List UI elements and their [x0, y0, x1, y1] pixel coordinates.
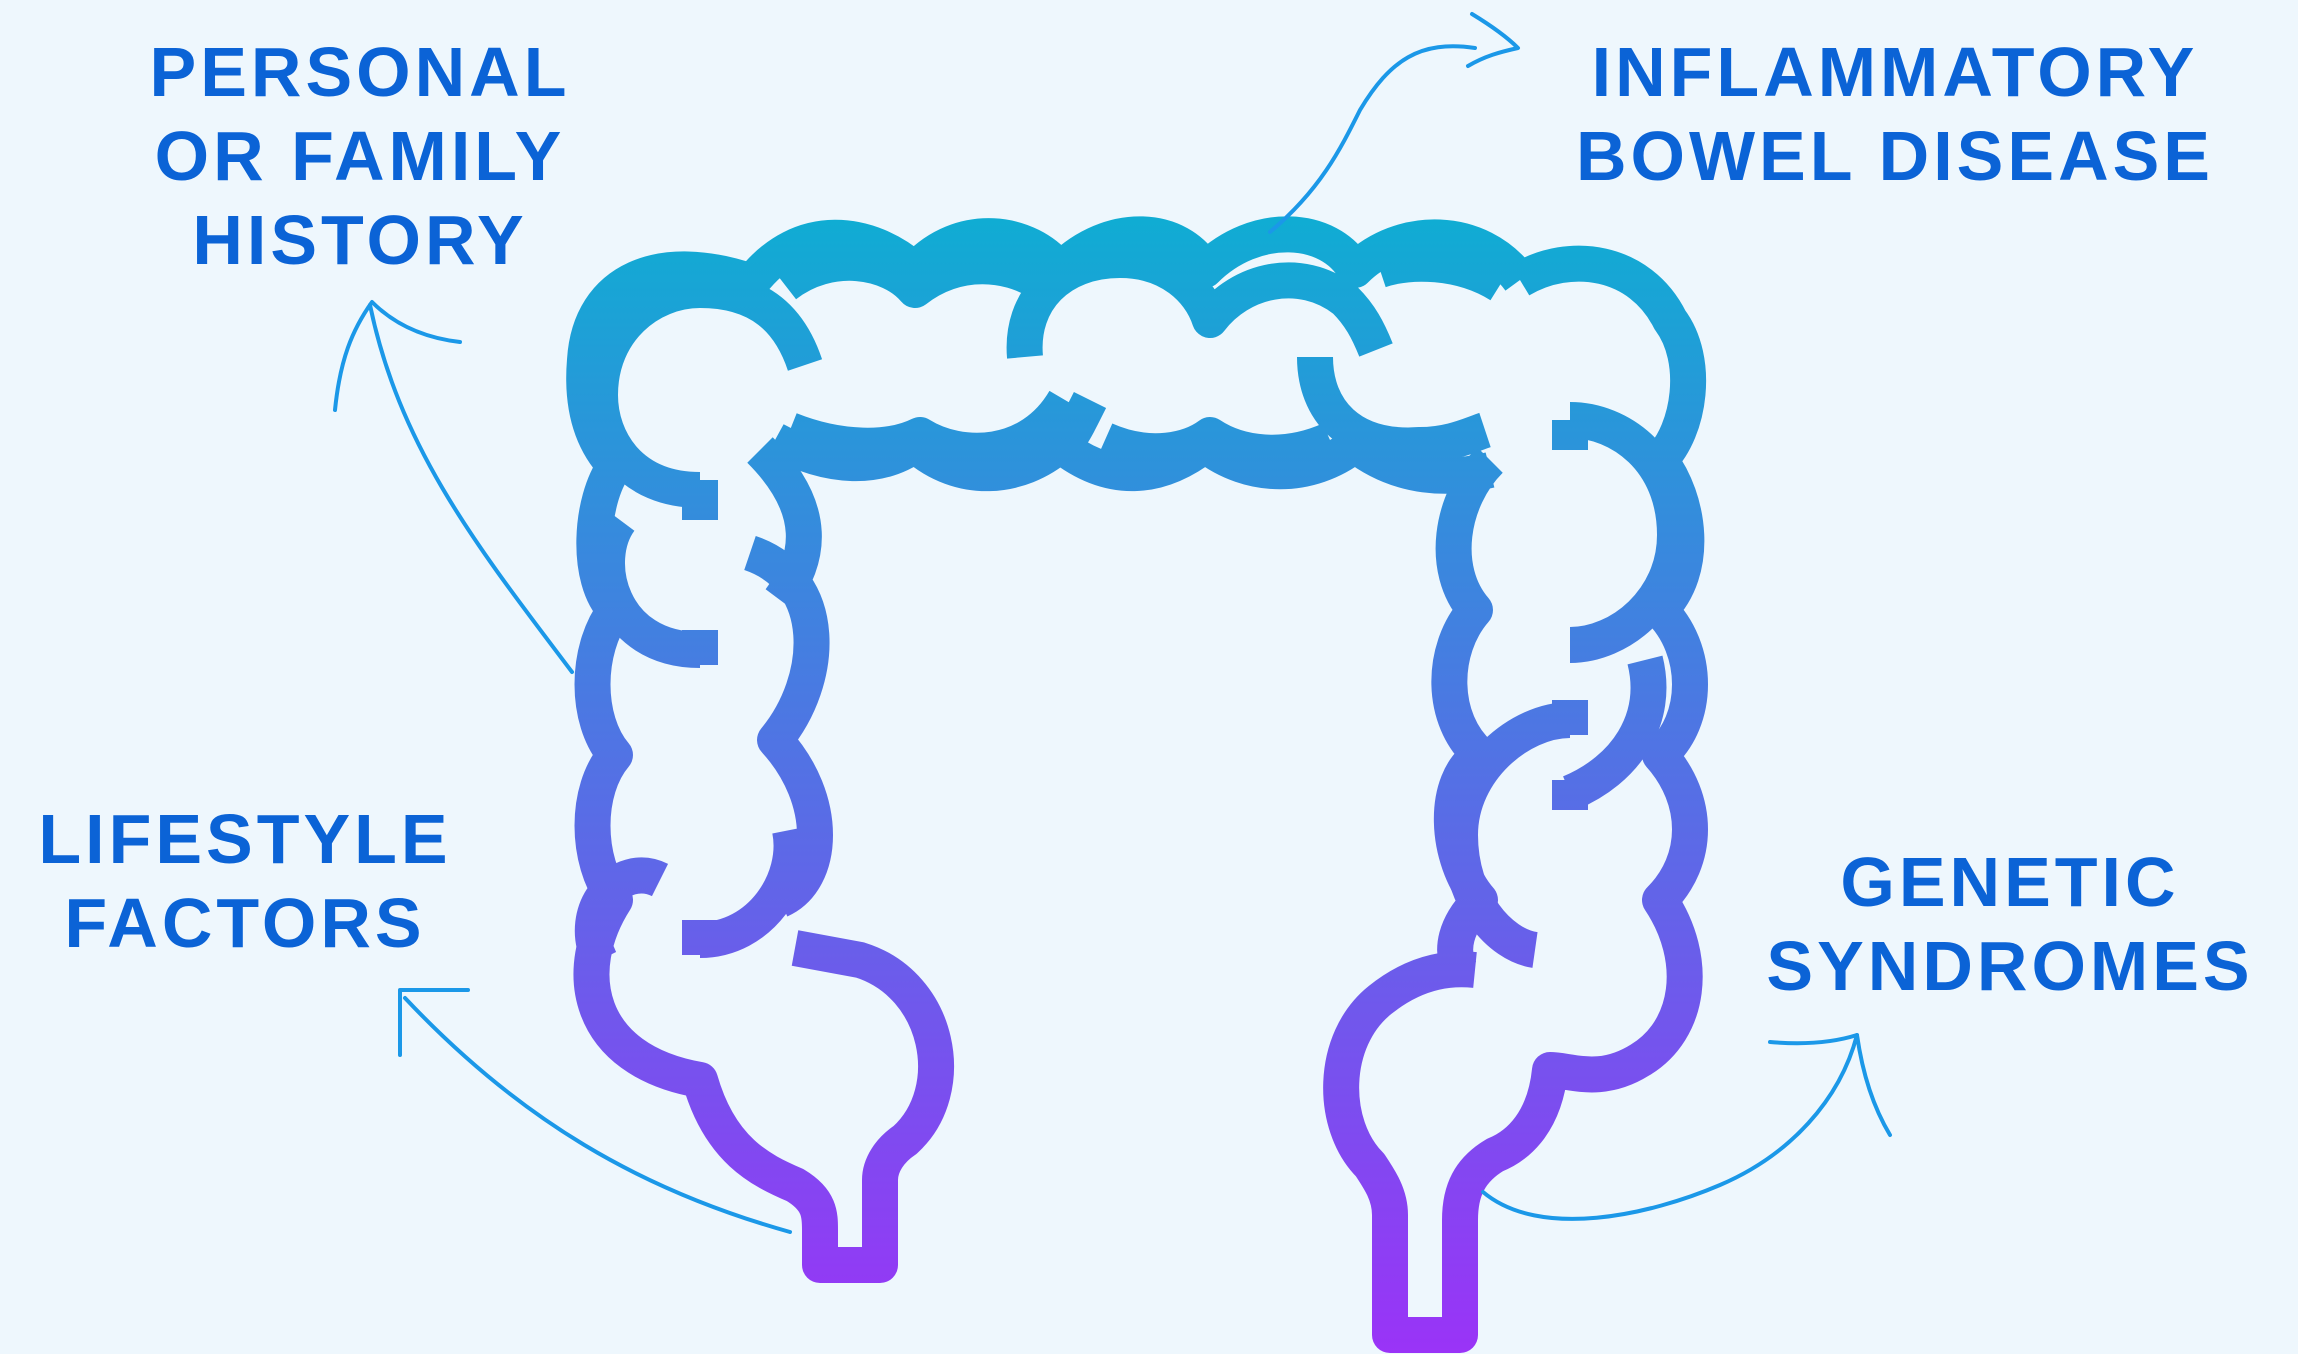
- arrow-to-ibd: [1270, 46, 1475, 232]
- arrow-to-genetic-head: [1770, 1035, 1890, 1135]
- descending-colon-inner-wall: [1460, 420, 1675, 950]
- transverse-colon-inner-top: [785, 260, 1500, 357]
- descending-colon-haustra: [1449, 420, 1570, 970]
- arrow-to-history: [370, 305, 572, 672]
- arrow-to-ibd-head: [1468, 14, 1518, 66]
- ascending-colon-outer-wall: [584, 269, 936, 1265]
- transverse-colon-inner-bottom: [790, 357, 1485, 453]
- arrow-to-lifestyle-head: [400, 990, 468, 1055]
- colon-icon: [584, 234, 1690, 1335]
